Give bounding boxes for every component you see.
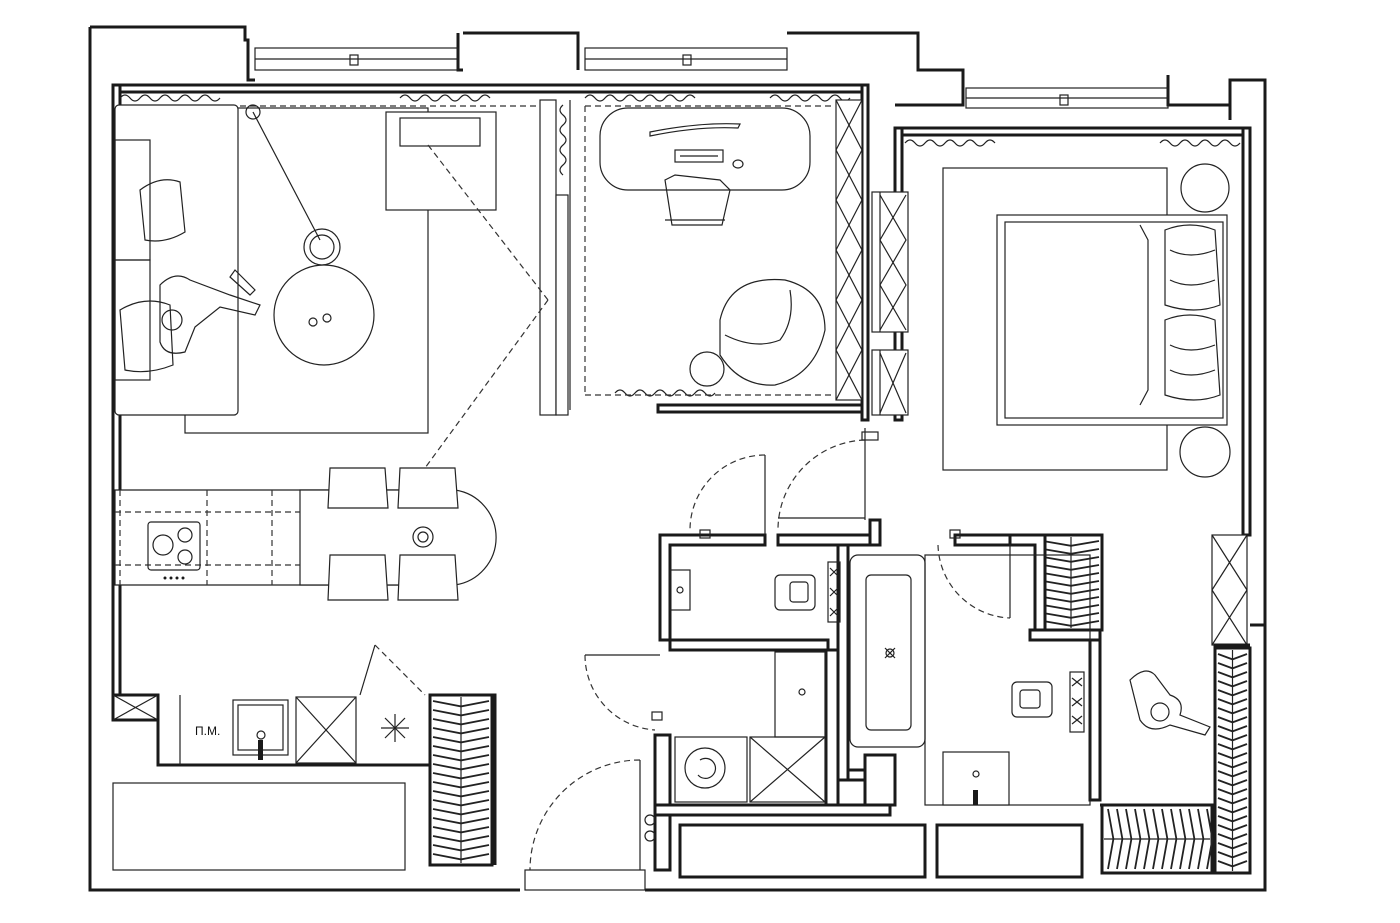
wet-zone [529,428,1102,872]
nightstand-bottom [1179,426,1231,478]
shoe-rack-right [1213,646,1252,875]
entry-cabinets: П.М. [111,644,497,871]
bathtub-icon [849,554,926,748]
sofa [114,104,239,416]
sink-icon [942,751,1010,806]
bedroom-wardrobe [871,191,909,416]
person-in-hall [1129,670,1211,736]
dining-chairs [327,467,459,601]
door-hardware [651,431,961,721]
desk-chair [664,174,731,226]
nightstand-top [1180,163,1230,213]
vase-icon [412,526,434,548]
shoe-rack-bath [1038,533,1104,632]
floor-lamp-base-icon [245,104,261,120]
study-wardrobe [835,99,863,401]
keyboard-icon [674,149,724,163]
person-on-sofa [159,269,261,354]
rack-shelf [1206,808,1214,870]
side-table [689,351,725,387]
shoe-rack-left [428,693,494,867]
hall-wardrobe [1100,534,1250,807]
study [599,99,863,401]
shoe-rack-bottom [1100,803,1214,875]
toilet-icon [774,574,816,611]
lower-cabinets [524,823,1084,891]
washing-machine-icon [674,736,748,803]
bed [996,214,1228,426]
desk [599,107,811,191]
curtains [119,94,1241,397]
living-room [114,104,549,469]
light-fixture-icon [381,714,409,742]
cooktop-icon [147,521,201,571]
bedroom [871,163,1231,478]
windows [254,47,1169,109]
mouse-icon [732,159,744,169]
floor-lamp-icon [303,228,341,266]
toilet-icon-2 [1011,681,1053,718]
meter-label: П.М. [195,724,220,738]
lounge-chair [719,278,826,386]
kitchen [114,467,497,601]
